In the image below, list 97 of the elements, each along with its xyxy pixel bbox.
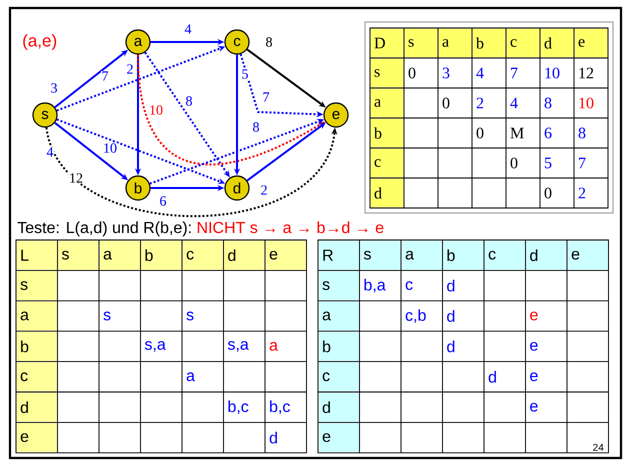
table-header-cell: d [526, 240, 566, 270]
table-cell: 2 [578, 188, 586, 198]
edge-label: 2 [126, 64, 134, 74]
table-cell: 0 [544, 188, 552, 198]
table-cell: s [104, 312, 110, 320]
table-header-cell: b [472, 28, 506, 58]
table-cell: 2 [476, 98, 484, 108]
edge-label: 8 [252, 122, 260, 132]
table-cell: d [447, 280, 454, 292]
edge-label: 8 [185, 96, 193, 106]
table-cell: e [530, 342, 538, 351]
table-header-cell: s [404, 28, 438, 58]
table-header-cell: b [318, 332, 359, 361]
table-cell: 4 [510, 98, 518, 108]
table-cell: 12 [579, 68, 594, 78]
table-header-cell: e [318, 423, 359, 452]
table-cell: c [406, 281, 413, 290]
table-header-cell: a [438, 28, 472, 58]
edge-label: 10 [102, 142, 118, 154]
edge-label: 3 [50, 82, 58, 94]
table-header-cell: L [16, 240, 57, 270]
edge-label: 4 [46, 146, 54, 158]
table-cell: 8 [544, 98, 552, 108]
table-header-cell: c [318, 362, 359, 392]
table-cell: 0 [442, 98, 450, 108]
table-header-cell: d [318, 392, 359, 422]
table-header-cell: e [16, 423, 57, 452]
page-number: 24 [593, 444, 604, 451]
edge-label: 7 [262, 92, 270, 102]
table-header-cell: c [16, 362, 57, 392]
table-cell: 3 [442, 68, 450, 78]
title-label: (a,e) [23, 34, 56, 50]
table-header-cell: s [58, 240, 98, 270]
table-cell: 7 [511, 68, 518, 78]
table-header-cell: b [141, 240, 182, 270]
table-header-cell: s [16, 271, 57, 300]
edge-label: 5 [241, 68, 249, 80]
edge-label: 8 [265, 36, 273, 48]
table-header-cell: a [16, 302, 57, 330]
table-cell: s,a [144, 341, 166, 352]
table-cell: 10 [579, 98, 594, 108]
table-cell: 6 [544, 128, 552, 138]
table-header-cell: s [370, 58, 404, 88]
table-header-cell: e [574, 28, 608, 58]
table-header-cell: D [370, 28, 404, 58]
table-header-cell: b [16, 332, 57, 361]
table-cell: b,c [270, 400, 290, 414]
table-cell: 8 [578, 128, 586, 138]
table-header-cell: s [360, 240, 400, 270]
table-cell: 5 [544, 158, 552, 168]
edge-label: 10 [148, 104, 164, 116]
table-header-cell: b [443, 240, 484, 270]
table-header-cell: s [318, 271, 359, 300]
table-header-cell: d [540, 28, 574, 58]
table-cell: d [270, 432, 277, 444]
edge-label: 6 [159, 196, 167, 206]
table-cell: M [510, 128, 524, 138]
table-header-cell: d [224, 240, 264, 270]
table-cell: e [530, 372, 538, 382]
table-cell: d [447, 310, 454, 322]
table-cell: d [488, 370, 496, 383]
table-header-cell: c [370, 148, 404, 178]
table-header-cell: a [318, 302, 359, 330]
table-header-cell: e [266, 240, 306, 270]
edge-label: 7 [101, 70, 109, 82]
table-header-cell: a [370, 88, 404, 118]
table-cell: s,a [228, 341, 249, 352]
table-header-cell: b [370, 118, 404, 148]
table-cell: a [186, 372, 195, 382]
table-cell: 0 [476, 128, 484, 138]
table-header-cell: e [568, 240, 608, 270]
table-cell: a [270, 342, 278, 351]
table-header-cell: c [182, 240, 223, 270]
table-cell: 4 [476, 68, 484, 78]
table-header-cell: c [506, 28, 540, 58]
edge-label: 2 [260, 184, 268, 196]
table-header-cell: R [318, 240, 359, 270]
table-header-cell: a [100, 240, 140, 270]
table-cell: 10 [545, 68, 560, 78]
table-cell: e [530, 402, 538, 412]
table-cell: s [186, 312, 194, 320]
table-cell: b,c [228, 400, 248, 414]
caption-text: Teste: L(a,d) und R(b,e): [18, 221, 191, 236]
edge-label: 4 [184, 24, 192, 34]
table-header-cell: c [484, 240, 525, 270]
table-cell: 7 [579, 158, 586, 168]
table-cell: 0 [510, 158, 518, 168]
caption-text: NICHT s → a → b→d → e [198, 221, 384, 234]
table-header-cell: d [16, 392, 57, 422]
edge-label: 12 [68, 172, 84, 184]
table-cell: c,b [406, 309, 426, 323]
table-cell: d [447, 340, 454, 352]
table-header-cell: d [370, 178, 404, 208]
table-header-cell: a [402, 240, 442, 270]
table-cell: b,a [364, 278, 386, 292]
table-cell: 0 [408, 68, 416, 78]
table-cell: e [530, 312, 538, 320]
